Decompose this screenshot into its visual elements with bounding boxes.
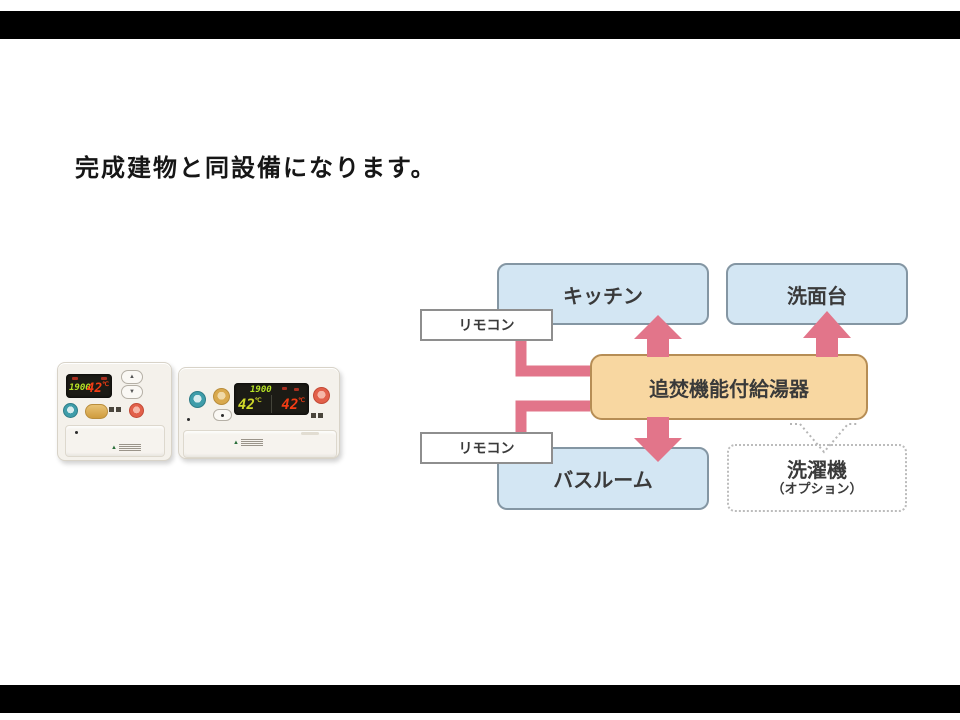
logo-text-lines [240, 439, 263, 446]
top-letterbox-bar [0, 11, 960, 39]
mode-indicator-squares [311, 413, 323, 418]
node-bathroom-label: バスルーム [553, 470, 653, 492]
remote-button [129, 403, 144, 418]
remote-button [189, 391, 206, 408]
remote-photo-bathroom-controller: 1900 42℃ ▲ ▼ ▲ [57, 362, 172, 461]
node-washing-machine-label: 洗濯機 [787, 459, 847, 482]
node-washing-machine: 洗濯機 （オプション） [727, 444, 907, 512]
remocon-box-bottom: リモコン [420, 432, 553, 464]
remote-button [63, 403, 78, 418]
flip-door [65, 425, 165, 457]
remocon-top-label: リモコン [458, 317, 515, 333]
temp-up-button: ▲ [121, 370, 143, 384]
temperature-readout: 42℃ [86, 381, 109, 396]
logo-text-lines [118, 444, 141, 451]
brand-logo: ▲ [233, 439, 263, 446]
remote-button [313, 387, 330, 404]
remocon-bottom-connector-line [515, 400, 590, 432]
sensor-dot [187, 418, 190, 421]
remocon-top-connector-line [515, 341, 590, 377]
down-arrow-icon: ▼ [129, 389, 135, 395]
remote-photo-kitchen-controller: 1900 42℃ 42℃ ▲ [178, 367, 340, 459]
display-divider [271, 395, 272, 413]
node-water-heater: 追焚機能付給湯器 [590, 354, 868, 420]
node-washstand: 洗面台 [726, 263, 908, 325]
up-arrow-icon: ▲ [129, 374, 135, 380]
temp-down-button: ▼ [121, 385, 143, 399]
mode-indicator-squares [109, 407, 121, 412]
remote-display: 1900 42℃ [66, 374, 112, 398]
remote-display: 1900 42℃ 42℃ [234, 383, 309, 415]
brand-logo: ▲ [111, 444, 141, 451]
node-water-heater-label: 追焚機能付給湯器 [649, 378, 809, 401]
page-title: 完成建物と同設備になります。 [75, 155, 437, 182]
sensor-dot [75, 431, 78, 434]
remote-button [213, 409, 232, 421]
status-lamp-icon [101, 377, 107, 380]
hot-water-temperature-readout: 42℃ [281, 397, 305, 413]
remote-button [213, 388, 230, 405]
logo-triangle-icon: ▲ [233, 439, 239, 446]
node-kitchen-label: キッチン [563, 285, 643, 308]
status-lamp-icon [72, 377, 78, 380]
button-dot [221, 413, 224, 417]
logo-triangle-icon: ▲ [111, 444, 117, 451]
clock-readout: 1900 [250, 385, 272, 395]
status-lamp-icon [282, 387, 287, 390]
door-handle-notch [301, 432, 319, 435]
remocon-bottom-label: リモコン [458, 440, 515, 456]
remocon-box-top: リモコン [420, 309, 553, 341]
node-washstand-label: 洗面台 [787, 285, 847, 308]
remote-button [85, 404, 108, 419]
bath-temperature-readout: 42℃ [238, 397, 262, 413]
clock-readout: 1900 [69, 383, 91, 393]
bottom-letterbox-bar [0, 685, 960, 713]
status-lamp-icon [294, 388, 299, 391]
node-washing-machine-note: （オプション） [771, 480, 863, 496]
